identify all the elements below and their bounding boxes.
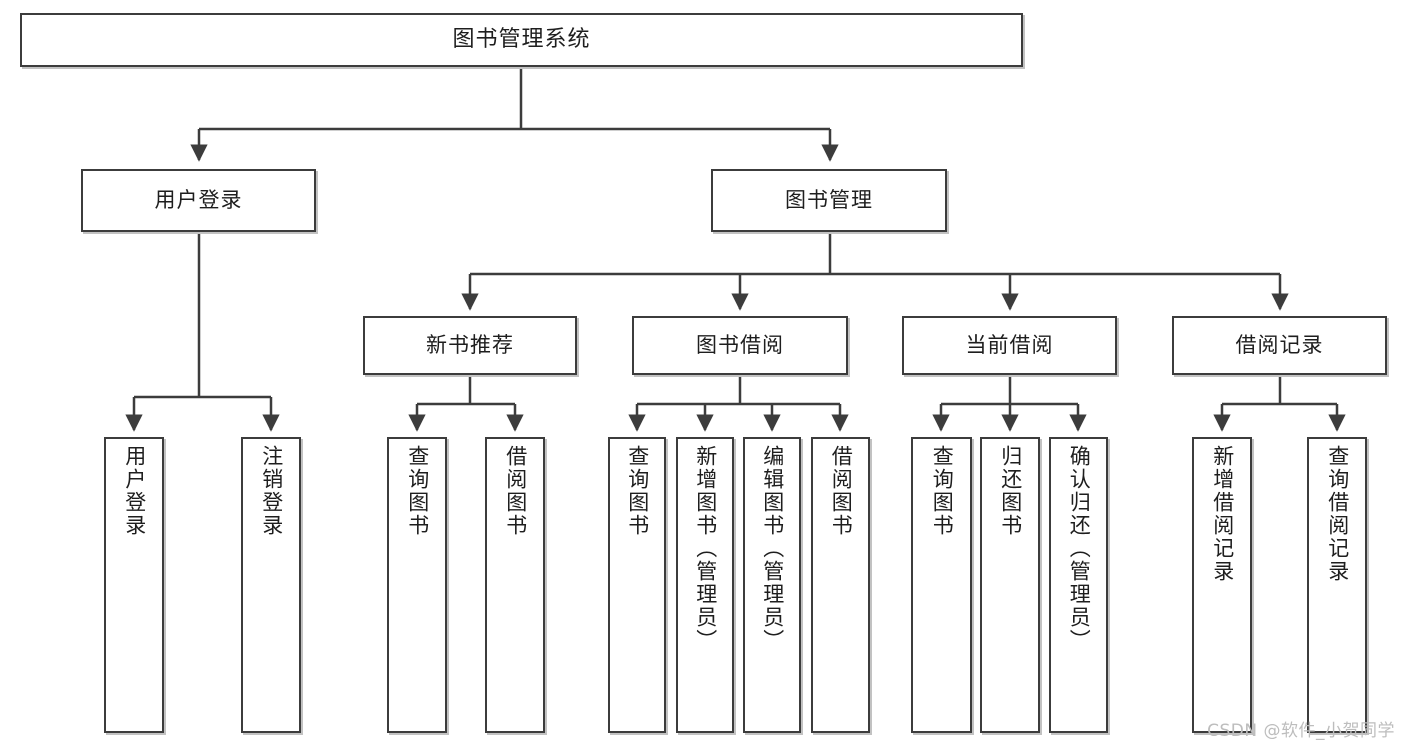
node-current-borrow-label: 当前借阅 (965, 333, 1054, 358)
leaf-user-login-label: 用户登录 (122, 445, 147, 537)
watermark: CSDN @软件_小贺同学 (1207, 721, 1395, 741)
node-user-login-label: 用户登录 (154, 188, 243, 213)
leaf-current-confirm-return[interactable]: 确认归还（管理员） (1049, 437, 1108, 733)
leaf-borrow-query-book-label: 查询图书 (625, 445, 650, 537)
leaf-current-query-book[interactable]: 查询图书 (911, 437, 972, 733)
leaf-recommend-borrow-book[interactable]: 借阅图书 (485, 437, 545, 733)
leaf-record-query-label: 查询借阅记录 (1325, 445, 1350, 583)
leaf-borrow-add-book[interactable]: 新增图书（管理员） (676, 437, 734, 733)
node-book-borrow[interactable]: 图书借阅 (632, 316, 848, 375)
leaf-current-return-book[interactable]: 归还图书 (980, 437, 1040, 733)
leaf-borrow-edit-book[interactable]: 编辑图书（管理员） (743, 437, 801, 733)
node-root-label: 图书管理系统 (452, 27, 591, 53)
leaf-record-add-label: 新增借阅记录 (1210, 445, 1235, 583)
leaf-borrow-borrow-book[interactable]: 借阅图书 (811, 437, 870, 733)
node-borrow-record-label: 借阅记录 (1235, 333, 1324, 358)
leaf-borrow-add-book-label: 新增图书（管理员） (693, 445, 718, 652)
leaf-borrow-edit-book-label: 编辑图书（管理员） (760, 445, 785, 652)
node-new-book-recommend[interactable]: 新书推荐 (363, 316, 577, 375)
leaf-user-login[interactable]: 用户登录 (104, 437, 164, 733)
node-user-login[interactable]: 用户登录 (81, 169, 316, 232)
leaf-borrow-query-book[interactable]: 查询图书 (608, 437, 666, 733)
leaf-record-add[interactable]: 新增借阅记录 (1192, 437, 1252, 733)
leaf-recommend-borrow-book-label: 借阅图书 (503, 445, 528, 537)
leaf-recommend-query-book-label: 查询图书 (405, 445, 430, 537)
leaf-recommend-query-book[interactable]: 查询图书 (387, 437, 447, 733)
leaf-user-logout-label: 注销登录 (259, 445, 284, 537)
leaf-current-return-book-label: 归还图书 (998, 445, 1023, 537)
node-book-borrow-label: 图书借阅 (696, 333, 784, 358)
leaf-current-query-book-label: 查询图书 (930, 445, 955, 537)
leaf-user-logout[interactable]: 注销登录 (241, 437, 301, 733)
node-current-borrow[interactable]: 当前借阅 (902, 316, 1117, 375)
leaf-current-confirm-return-label: 确认归还（管理员） (1067, 445, 1092, 652)
node-book-management[interactable]: 图书管理 (711, 169, 947, 232)
node-borrow-record[interactable]: 借阅记录 (1172, 316, 1387, 375)
node-new-book-recommend-label: 新书推荐 (426, 333, 514, 358)
node-root[interactable]: 图书管理系统 (20, 13, 1023, 67)
node-book-management-label: 图书管理 (785, 188, 873, 213)
leaf-borrow-borrow-book-label: 借阅图书 (829, 445, 854, 537)
leaf-record-query[interactable]: 查询借阅记录 (1307, 437, 1367, 733)
